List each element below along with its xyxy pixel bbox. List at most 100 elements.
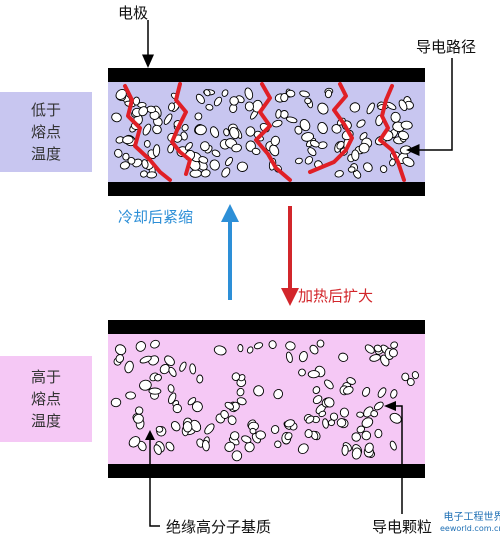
particle — [309, 344, 319, 355]
particle — [324, 379, 334, 390]
watermark: 电子工程世界 eeworld.com.cn — [440, 512, 500, 534]
particle — [411, 371, 420, 380]
above-melting-line3: 温度 — [30, 412, 61, 430]
particle — [237, 344, 244, 353]
particle — [398, 99, 408, 112]
particle — [298, 351, 308, 363]
particle — [141, 159, 149, 169]
particle — [200, 141, 210, 152]
particle — [251, 147, 261, 155]
insulating-matrix-label: 绝缘高分子基质 — [166, 518, 272, 536]
particle — [213, 345, 227, 356]
particle — [272, 119, 283, 128]
particle — [189, 363, 197, 375]
particle — [205, 103, 214, 111]
red-path-4 — [308, 82, 354, 174]
particle — [356, 425, 366, 434]
particle — [304, 429, 313, 439]
particle — [231, 450, 243, 462]
particle — [389, 412, 402, 424]
particle — [305, 415, 315, 424]
below-melting-line1: 低于 — [30, 101, 61, 119]
above-melting-label: 高于 熔点 温度 — [0, 356, 92, 442]
particle — [204, 423, 215, 435]
particle — [390, 389, 398, 399]
particles-high-temp — [110, 339, 420, 462]
particle — [139, 379, 152, 391]
particle — [270, 135, 280, 146]
particle — [168, 102, 176, 112]
particle — [390, 111, 401, 123]
particle — [221, 89, 229, 97]
particle — [373, 344, 382, 353]
watermark-line2: eeworld.com.cn — [440, 524, 500, 533]
particle-arrow-line — [394, 405, 403, 514]
red-path-3 — [254, 82, 292, 182]
particle — [244, 441, 255, 453]
particle — [142, 123, 152, 136]
particle — [168, 392, 177, 405]
particle — [389, 440, 397, 451]
top-electrode-lower — [108, 182, 425, 196]
particle — [236, 387, 245, 397]
particle — [307, 370, 320, 379]
particle — [299, 90, 310, 98]
particle — [224, 441, 236, 452]
red-path-1 — [123, 84, 172, 182]
particle — [294, 157, 303, 165]
particle — [114, 148, 123, 158]
particle — [124, 360, 134, 374]
particle — [209, 159, 220, 171]
particle — [370, 410, 379, 418]
particle — [318, 410, 327, 418]
particle — [285, 116, 298, 124]
conductive-particles-label: 导电颗粒 — [372, 518, 433, 536]
particle — [184, 142, 193, 151]
particle — [172, 403, 182, 414]
electrode-label: 电极 — [118, 4, 149, 22]
particle — [398, 130, 409, 141]
particle — [400, 120, 413, 130]
red-path-2 — [170, 82, 192, 176]
particle — [336, 418, 347, 428]
particle — [227, 415, 237, 425]
particle — [122, 152, 130, 161]
particle — [273, 389, 284, 400]
particle — [402, 156, 415, 167]
particle — [253, 385, 264, 397]
particle — [301, 132, 314, 142]
particle — [377, 387, 387, 398]
top-electrode-upper — [108, 68, 425, 82]
particle — [275, 109, 282, 119]
conductive-path-label: 导电路径 — [416, 38, 477, 56]
heat-expand-label: 加热后扩大 — [298, 287, 374, 305]
conductive-path-arrow — [406, 58, 453, 156]
particle — [139, 170, 148, 178]
bottom-electrode-lower — [108, 464, 425, 478]
particle — [229, 126, 240, 140]
particle — [351, 149, 360, 161]
particle — [338, 352, 349, 362]
particle — [317, 121, 328, 135]
particle — [125, 391, 136, 400]
particle — [364, 442, 374, 453]
particle — [111, 112, 122, 123]
particle — [268, 340, 277, 349]
particle — [310, 430, 319, 441]
particle — [324, 89, 333, 99]
particle — [286, 89, 296, 98]
particle — [146, 171, 158, 179]
below-melting-line3: 温度 — [30, 145, 61, 163]
particle — [285, 341, 296, 351]
particle — [241, 435, 252, 444]
particle — [388, 348, 398, 358]
particle — [349, 102, 361, 113]
particle — [364, 344, 375, 354]
particle — [361, 430, 372, 441]
particle — [236, 161, 248, 172]
particle — [356, 119, 366, 128]
particle — [168, 366, 177, 377]
particle — [351, 432, 361, 442]
particle — [312, 386, 321, 395]
particle — [132, 96, 140, 106]
